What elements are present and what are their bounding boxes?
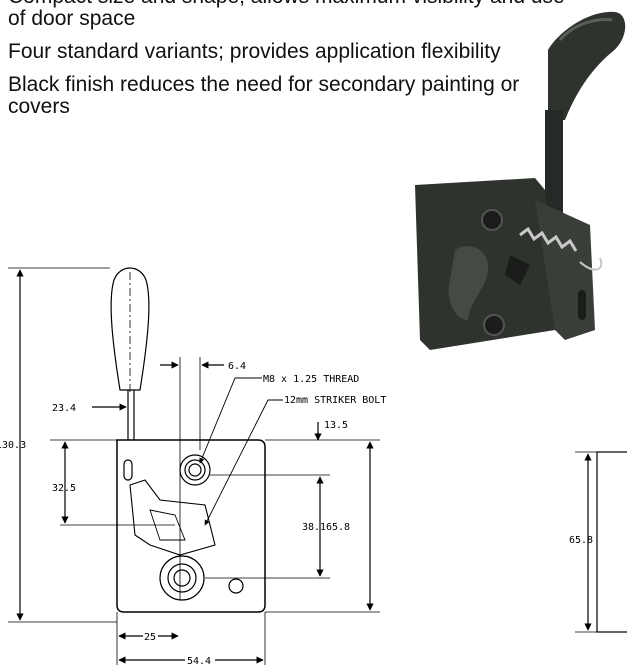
dim-13-5: 13.5 — [324, 420, 348, 431]
bullet-black-finish: Black finish reduces the need for second… — [8, 73, 520, 118]
photo-claw — [448, 246, 489, 320]
product-photo-latch — [415, 11, 626, 350]
dim-65-8-side: 65.8 — [569, 535, 593, 546]
drawing-handle-knob — [110, 267, 150, 391]
dim-23-4: 23.4 — [52, 403, 76, 414]
drawing-side-view — [596, 451, 627, 633]
callout-thread: M8 x 1.25 THREAD — [263, 374, 359, 385]
drawing-mounting-hole — [228, 578, 244, 594]
dim-54-4: 54.4 — [187, 656, 211, 665]
dim-65-8: 65.8 — [326, 522, 350, 533]
bullet-variants: Four standard variants; provides applica… — [8, 40, 501, 63]
drawing-latch-mechanism — [129, 479, 216, 556]
drawing-striker-bolt — [159, 555, 205, 601]
dim-6-4: 6.4 — [228, 361, 246, 372]
callout-striker-bolt: 12mm STRIKER BOLT — [284, 395, 386, 406]
dim-38-1: 38.1 — [302, 522, 326, 533]
feature-bullets: Compact size and shape; allows maximum v… — [8, 0, 568, 129]
bullet-compact-size: Compact size and shape; allows maximum v… — [8, 0, 565, 30]
photo-handle — [548, 11, 626, 120]
dim-32-5: 32.5 — [52, 483, 76, 494]
drawing-main-plate — [116, 439, 266, 613]
dim-25: 25 — [144, 632, 156, 643]
photo-spring — [519, 226, 578, 252]
dim-130-3: 130.3 — [0, 440, 26, 451]
